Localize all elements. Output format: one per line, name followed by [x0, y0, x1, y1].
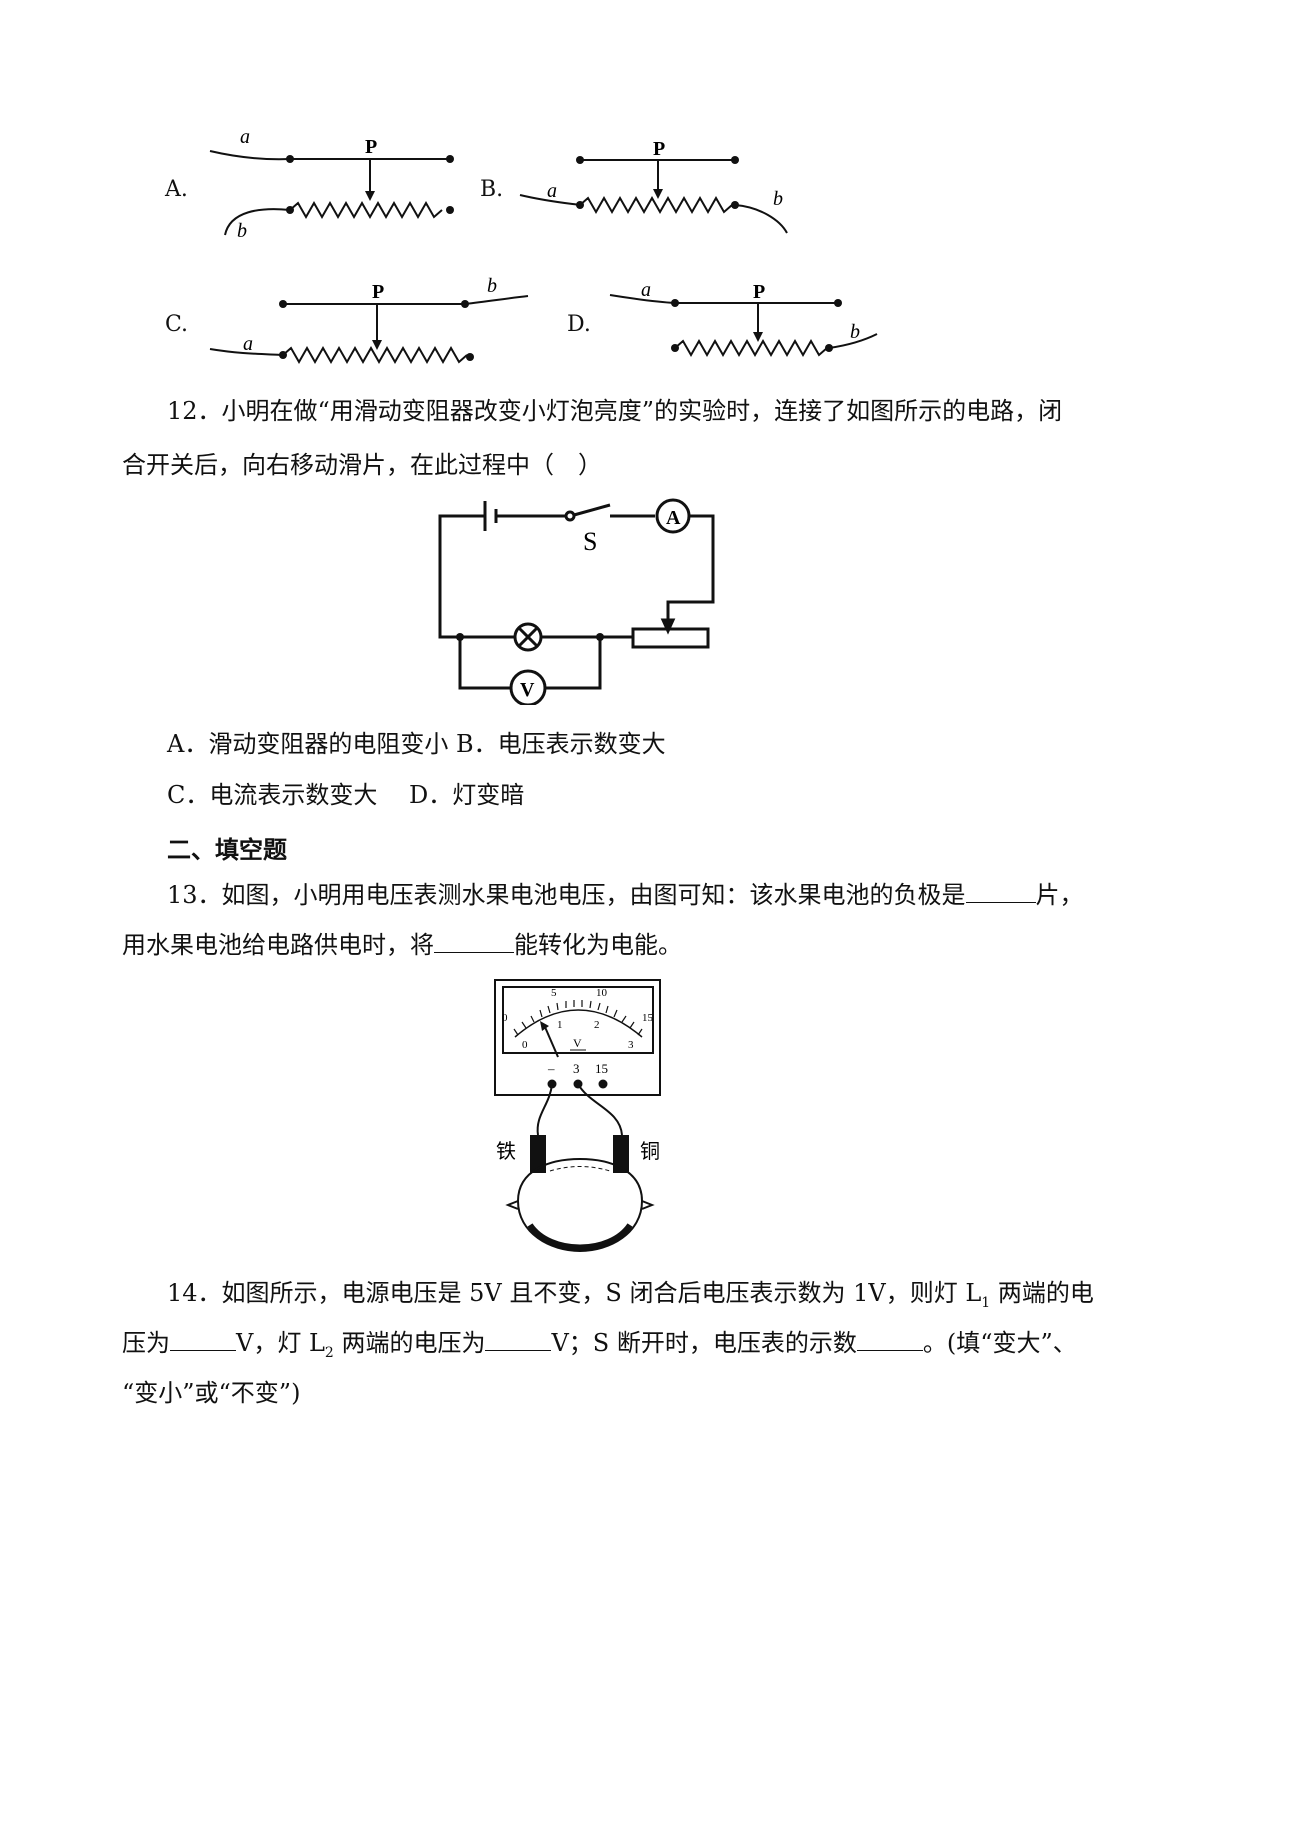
option-b-diagram: P a b — [519, 138, 788, 234]
q14-text: 压为 — [122, 1329, 170, 1357]
section-title: 二、填空题 — [167, 835, 287, 864]
option-d-diagram: a P b — [609, 279, 878, 358]
option-b-label: B. — [480, 177, 504, 202]
option-d-label: D. — [567, 312, 591, 337]
voltmeter-label: V — [520, 679, 535, 701]
q13-stem-line2: 用水果电池给电路供电时，将 能转化为电能。 — [122, 930, 682, 960]
iron-electrode-label: 铁 — [496, 1140, 516, 1163]
q13-text: 13．如图，小明用电压表测水果电池电压，由图可知：该水果电池的负极是 — [167, 881, 966, 909]
option-a-label: A. — [165, 177, 188, 202]
q12-circuit-diagram: A V S — [438, 498, 715, 705]
q12-options-ab: A．滑动变阻器的电阻变小 B．电压表示数变大 — [167, 730, 666, 758]
answer-blank[interactable] — [485, 1328, 552, 1351]
q14-text: 两端的电压为 — [333, 1329, 486, 1357]
q14-text: 两端的电 — [990, 1279, 1094, 1307]
answer-blank[interactable] — [434, 930, 514, 953]
q14-stem-line1: 14．如图所示，电源电压是 5V 且不变，S 闭合后电压表示数为 1V，则灯 L… — [167, 1278, 1094, 1318]
scale-label: 15 — [642, 1012, 654, 1024]
terminal-label: 3 — [573, 1061, 580, 1076]
switch-label: S — [583, 527, 597, 556]
q14-text: 。(填“变大”、 — [922, 1329, 1077, 1357]
answer-blank[interactable] — [856, 1328, 923, 1351]
q14-stem-line3: “变小”或“不变”) — [122, 1379, 301, 1407]
unit-label: V — [573, 1036, 582, 1050]
q12-stem-line1: 12．小明在做“用滑动变阻器改变小灯泡亮度”的实验时，连接了如图所示的电路，闭 — [167, 397, 1063, 425]
terminal-label: 15 — [595, 1061, 608, 1076]
scale-label: 1 — [557, 1019, 563, 1031]
copper-electrode-label: 铜 — [640, 1140, 660, 1163]
wire-a-label: a — [641, 279, 651, 301]
answer-blank[interactable] — [965, 880, 1036, 903]
q13-text: 片， — [1035, 881, 1084, 909]
q12-options-cd: C．电流表示数变大 D．灯变暗 — [167, 781, 525, 809]
scale-label: 2 — [594, 1019, 600, 1031]
scale-label: 10 — [596, 987, 608, 999]
option-a-diagram: P a b — [209, 126, 454, 242]
slider-p-label: P — [753, 281, 765, 303]
scale-label: 5 — [551, 987, 557, 999]
wire-a-label: a — [240, 126, 250, 148]
q14-text: V，灯 L — [236, 1329, 325, 1357]
q12-stem-line2: 合开关后，向右移动滑片，在此过程中（ ） — [122, 451, 602, 479]
option-c-label: C. — [165, 312, 189, 337]
slider-p-label: P — [653, 138, 665, 160]
terminal-label: – — [547, 1061, 555, 1076]
q14-text: 14．如图所示，电源电压是 5V 且不变，S 闭合后电压表示数为 1V，则灯 L — [167, 1279, 982, 1307]
wire-b-label: b — [487, 275, 497, 297]
option-c-diagram: b P a — [209, 275, 529, 365]
subscript: 2 — [324, 1344, 334, 1361]
wire-b-label: b — [773, 188, 783, 210]
answer-blank[interactable] — [170, 1328, 236, 1351]
scale-label: 3 — [628, 1039, 634, 1051]
q13-text: 能转化为电能。 — [514, 931, 682, 959]
wire-a-label: a — [547, 180, 557, 202]
wire-a-label: a — [243, 333, 253, 355]
q13-voltmeter-diagram: 0 5 10 15 0 1 2 3 V – 3 15 铁 铜 — [494, 979, 661, 1253]
wire-b-label: b — [850, 321, 860, 343]
ammeter-label: A — [666, 507, 681, 529]
q14-stem-line2: 压为 V，灯 L2 两端的电压为 V；S 断开时，电压表的示数 。(填“变大”、 — [122, 1328, 1077, 1368]
q13-text: 用水果电池给电路供电时，将 — [122, 931, 434, 959]
slider-p-label: P — [372, 281, 384, 303]
q14-text: V；S 断开时，电压表的示数 — [551, 1329, 857, 1357]
wire-b-label: b — [237, 220, 247, 242]
q13-stem-line1: 13．如图，小明用电压表测水果电池电压，由图可知：该水果电池的负极是 片， — [167, 880, 1084, 910]
scale-label: 0 — [502, 1012, 508, 1024]
scale-label: 0 — [522, 1039, 528, 1051]
slider-p-label: P — [365, 136, 377, 158]
subscript: 1 — [981, 1294, 991, 1311]
